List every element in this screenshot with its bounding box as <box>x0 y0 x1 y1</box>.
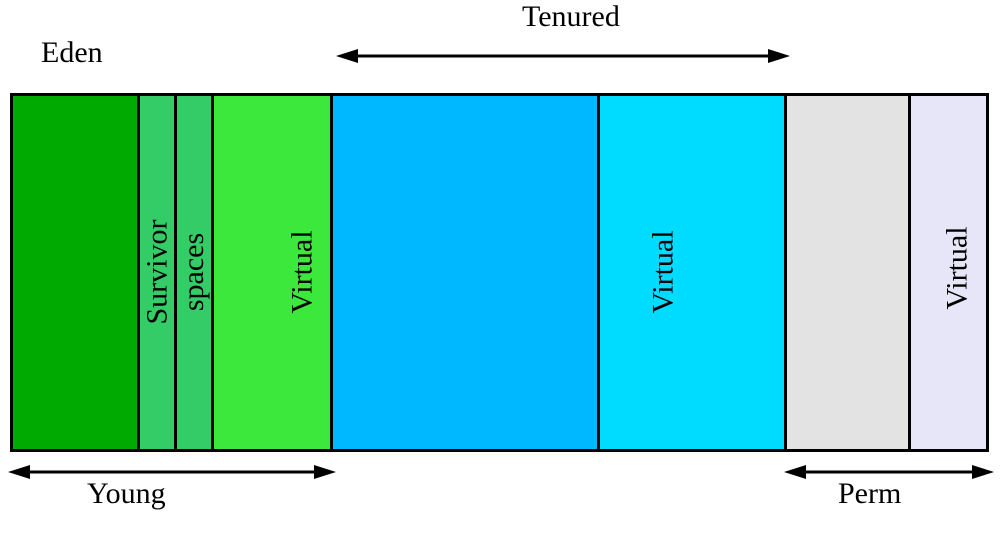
divider <box>597 93 600 452</box>
tenured-label: Tenured <box>522 0 620 33</box>
divider <box>211 93 214 452</box>
spaces-label: spaces <box>177 232 211 312</box>
young-virtual-label-wrap: Virtual <box>213 93 393 451</box>
tenured-span-arrow <box>336 49 790 63</box>
perm-space <box>786 93 910 451</box>
eden-space <box>10 93 139 451</box>
survivor-space-1 <box>139 93 176 451</box>
divider <box>784 93 787 452</box>
young-span-arrow <box>8 465 336 479</box>
perm-span-arrow <box>784 465 994 479</box>
perm-virtual-label-wrap: Virtual <box>910 93 1005 451</box>
survivor-space-2 <box>176 93 213 451</box>
divider <box>174 93 177 452</box>
young-virtual-space <box>213 93 332 451</box>
survivor-label: Survivor <box>140 219 174 325</box>
survivor-label-wrap: Survivor <box>139 93 176 451</box>
divider <box>330 93 333 452</box>
tenured-space <box>332 93 599 451</box>
young-label: Young <box>87 477 166 510</box>
divider <box>137 93 140 452</box>
tenured-virtual-label: Virtual <box>647 230 680 314</box>
perm-label: Perm <box>838 477 902 510</box>
tenured-virtual-space <box>599 93 786 451</box>
perm-virtual-label: Virtual <box>940 226 974 310</box>
perm-virtual-space <box>910 93 989 451</box>
spaces-label-wrap: spaces <box>176 93 213 451</box>
young-virtual-label: Virtual <box>286 230 319 314</box>
divider <box>908 93 911 452</box>
tenured-virtual-label-wrap: Virtual <box>599 93 729 451</box>
eden-label: Eden <box>41 36 103 69</box>
